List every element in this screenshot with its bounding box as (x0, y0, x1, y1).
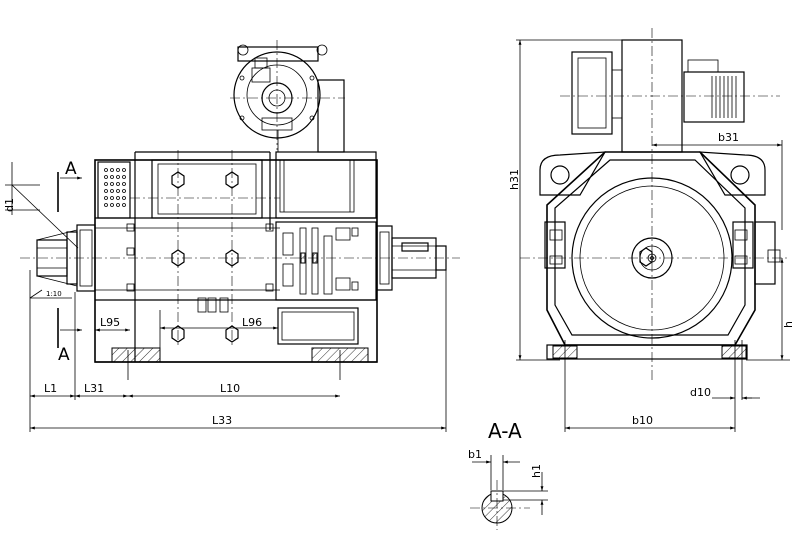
dim-b10: b10 (632, 414, 653, 427)
taper-label: 1:10 (46, 290, 62, 298)
section-title: A-A (488, 419, 522, 443)
dim-l31: L31 (84, 382, 104, 395)
section-marker-top: A (57, 159, 82, 212)
front-foot-right (721, 345, 747, 359)
dim-b1: b1 (468, 448, 482, 461)
connection-panel (275, 221, 377, 301)
motor-housing (94, 159, 378, 363)
dim-h: h (782, 321, 795, 328)
dim-l33: L33 (212, 414, 232, 427)
dim-l10: L10 (220, 382, 240, 395)
lifting-ear-left (539, 151, 607, 196)
front-flange (571, 177, 733, 339)
front-view: h31 b31 h d10 b10 (508, 28, 795, 432)
blower-motor (683, 71, 745, 123)
blower-motor-fins (711, 76, 737, 118)
front-housing (546, 151, 756, 346)
lifting-ear-right (698, 151, 766, 196)
dim-h31: h31 (508, 169, 521, 190)
dim-l1: L1 (44, 382, 57, 395)
dim-h1: h1 (530, 464, 543, 478)
dim-b31: b31 (718, 131, 739, 144)
top-cover (275, 151, 377, 219)
section-a-a: A-A b1 h1 (468, 419, 548, 530)
left-foot (111, 347, 161, 363)
terminal-block (97, 161, 131, 219)
section-label-a-top: A (65, 159, 77, 179)
dim-l96: L96 (242, 316, 262, 329)
section-marker-bottom: A (57, 308, 82, 365)
dim-d1: d1 (3, 198, 16, 212)
terminal-pins (104, 168, 126, 207)
dim-l95: L95 (100, 316, 120, 329)
side-view: A A d1 1:10 L95 L96 L1 L31 L10 (3, 40, 460, 432)
housing-bolts (126, 171, 274, 343)
section-label-a-bottom: A (58, 345, 70, 365)
blower-fan (230, 40, 345, 153)
dim-d10: d10 (690, 386, 711, 399)
